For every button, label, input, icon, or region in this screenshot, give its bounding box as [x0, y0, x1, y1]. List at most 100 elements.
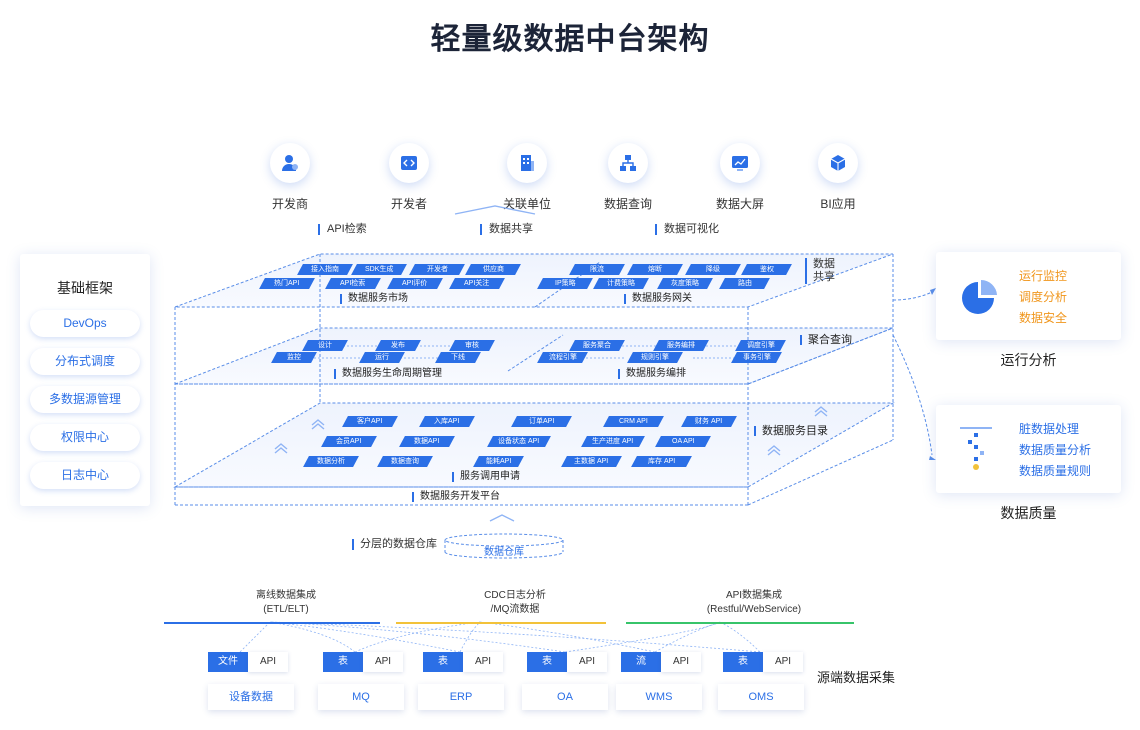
chip-orchestration[interactable]: 调度引擎: [735, 340, 786, 351]
chip-gateway[interactable]: 鉴权: [741, 264, 792, 275]
building-icon: [507, 143, 547, 183]
gateway-label: 数据服务网关: [624, 294, 692, 304]
monitor-chart-icon: [720, 143, 760, 183]
cube-icon: [818, 143, 858, 183]
tag-api-search: API检索: [318, 224, 367, 235]
sources-caption: 源端数据采集: [817, 670, 896, 685]
chip-lifecycle[interactable]: 下线: [435, 352, 481, 363]
user-data-screen[interactable]: 数据大屏: [695, 143, 785, 212]
chip-platform-api[interactable]: 会员API: [321, 436, 377, 447]
chip-gateway[interactable]: 路由: [719, 278, 770, 289]
user-label: 关联单位: [502, 197, 551, 211]
framework-item-permission[interactable]: 权限中心: [30, 424, 140, 451]
ops-analysis-caption: 运行分析: [1000, 352, 1057, 368]
code-icon: [389, 143, 429, 183]
chip-platform-api[interactable]: 库存 API: [631, 456, 692, 467]
chip-market[interactable]: API检索: [325, 278, 381, 289]
framework-item-log[interactable]: 日志中心: [30, 462, 140, 489]
chip-gateway[interactable]: 限流: [569, 264, 625, 275]
chip-orchestration[interactable]: 事务引擎: [731, 352, 782, 363]
user-developer-company[interactable]: 开发商: [245, 143, 335, 212]
integration-cdc[interactable]: CDC日志分析 /MQ流数据: [396, 584, 631, 624]
chip-orchestration[interactable]: 服务编排: [653, 340, 709, 351]
chip-platform-api[interactable]: 生产进度 API: [581, 436, 645, 447]
chip-platform-api[interactable]: 客户API: [342, 416, 398, 427]
chip-market[interactable]: 热门API: [259, 278, 315, 289]
chip-platform-api[interactable]: 能耗API: [473, 456, 524, 467]
pie-chart-icon: [962, 279, 997, 314]
chip-gateway[interactable]: 计费策略: [593, 278, 649, 289]
ops-item: 调度分析: [1019, 290, 1068, 304]
user-related-unit[interactable]: 关联单位: [482, 143, 572, 212]
ops-analysis-card[interactable]: 运行监控 调度分析 数据安全: [936, 252, 1121, 340]
framework-item-datasource[interactable]: 多数据源管理: [30, 386, 140, 413]
base-framework-title: 基础框架: [57, 280, 113, 296]
ops-item: 数据安全: [1019, 311, 1068, 325]
chip-market[interactable]: 开发者: [409, 264, 465, 275]
chip-platform-api[interactable]: OA API: [655, 436, 711, 447]
chip-platform-api[interactable]: CRM API: [603, 416, 664, 427]
chip-lifecycle[interactable]: 运行: [359, 352, 405, 363]
warehouse-caption: 分层的数据仓库: [352, 539, 437, 550]
source-wms[interactable]: WMS: [616, 684, 702, 710]
chip-lifecycle[interactable]: 设计: [302, 340, 348, 351]
chip-market[interactable]: SDK生成: [351, 264, 407, 275]
source-oms[interactable]: OMS: [718, 684, 804, 710]
chip-market[interactable]: 供应商: [465, 264, 521, 275]
chip-platform-api[interactable]: 数据分析: [303, 456, 359, 467]
user-developer[interactable]: 开发者: [364, 143, 454, 212]
chip-lifecycle[interactable]: 审核: [449, 340, 495, 351]
user-bi-app[interactable]: BI应用: [793, 143, 883, 212]
quality-flow-icon: [960, 427, 992, 470]
chip-market[interactable]: API评价: [387, 278, 443, 289]
chip-platform-api[interactable]: 订单API: [511, 416, 572, 427]
chip-platform-api[interactable]: 数据查询: [377, 456, 433, 467]
page-title: 轻量级数据中台架构: [430, 23, 710, 56]
chip-gateway[interactable]: 熔断: [627, 264, 683, 275]
chip-platform-api[interactable]: 入库API: [419, 416, 475, 427]
chip-platform-api[interactable]: 数据API: [399, 436, 455, 447]
layer-share-label: 数据共享: [805, 258, 845, 284]
integration-offline[interactable]: 离线数据集成 (ETL/ELT): [164, 584, 405, 624]
lifecycle-label: 数据服务生命周期管理: [334, 369, 442, 379]
chip-market[interactable]: API关注: [449, 278, 505, 289]
chip-platform-api[interactable]: 财务 API: [681, 416, 737, 427]
chip-gateway[interactable]: 灰度策略: [657, 278, 713, 289]
user-label: 开发商: [271, 197, 308, 211]
chip-platform-api[interactable]: 设备状态 API: [487, 436, 551, 447]
chip-lifecycle[interactable]: 监控: [271, 352, 317, 363]
apply-label: 服务调用申请: [452, 472, 520, 482]
data-warehouse[interactable]: 数据仓库: [444, 533, 564, 559]
platform-label: 数据服务开发平台: [412, 492, 500, 502]
tag-data-visualization: 数据可视化: [655, 224, 719, 235]
framework-item-scheduler[interactable]: 分布式调度: [30, 348, 140, 375]
chip-lifecycle[interactable]: 发布: [375, 340, 421, 351]
data-quality-caption: 数据质量: [1000, 505, 1057, 521]
chip-orchestration[interactable]: 规则引擎: [627, 352, 683, 363]
source-mq[interactable]: MQ: [318, 684, 404, 710]
chip-market[interactable]: 接入指南: [297, 264, 353, 275]
source-oa[interactable]: OA: [522, 684, 608, 710]
chip-orchestration[interactable]: 服务聚合: [569, 340, 625, 351]
source-device-data[interactable]: 设备数据: [208, 684, 294, 710]
chip-platform-api[interactable]: 主数据 API: [561, 456, 622, 467]
quality-item: 数据质量规则: [1019, 464, 1092, 478]
chip-gateway[interactable]: 降级: [685, 264, 741, 275]
integration-api[interactable]: API数据集成 (Restful/WebService): [626, 584, 879, 624]
hierarchy-icon: [608, 143, 648, 183]
user-label: BI应用: [820, 197, 856, 211]
source-erp[interactable]: ERP: [418, 684, 504, 710]
framework-item-devops[interactable]: DevOps: [30, 310, 140, 337]
chip-gateway[interactable]: IP策略: [537, 278, 593, 289]
catalog-label: 数据服务目录: [754, 426, 828, 437]
user-data-query[interactable]: 数据查询: [583, 143, 673, 212]
data-quality-card[interactable]: 脏数据处理 数据质量分析 数据质量规则: [936, 405, 1121, 493]
chip-orchestration[interactable]: 流程引擎: [537, 352, 588, 363]
user-label: 开发者: [390, 197, 427, 211]
